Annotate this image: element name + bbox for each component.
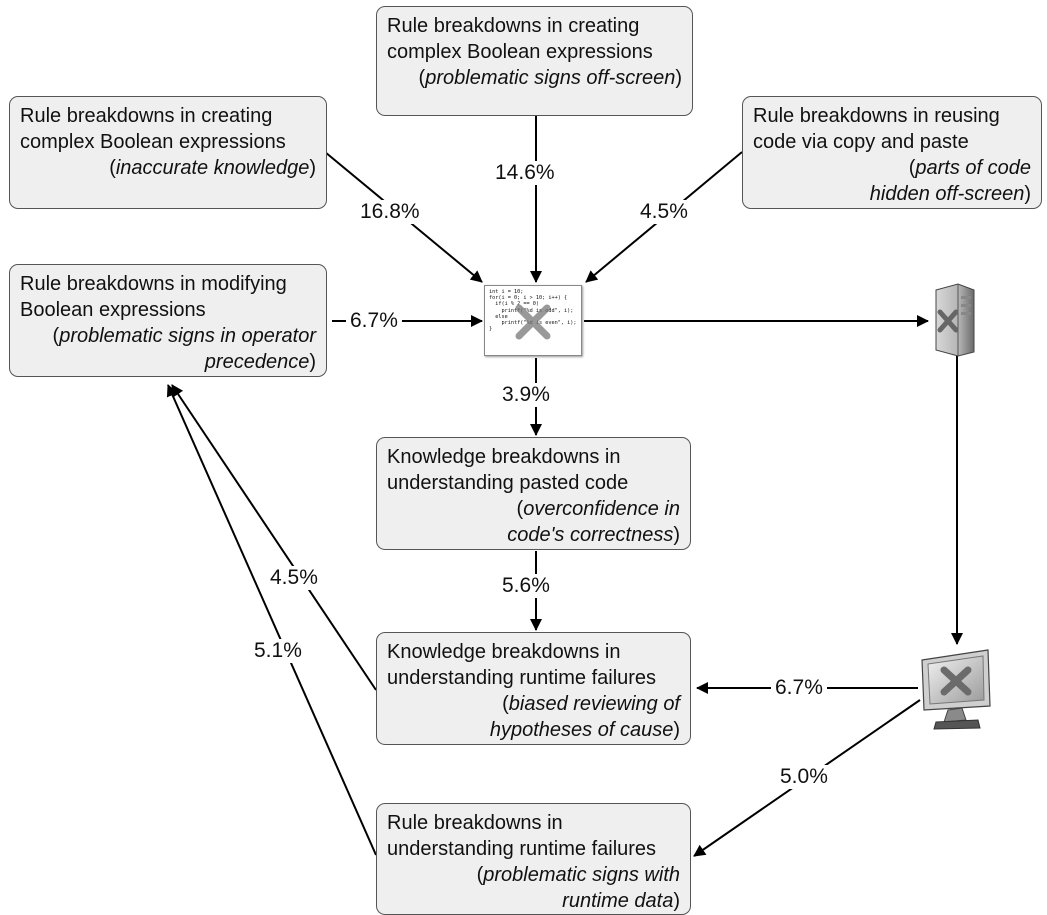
code-line: int i = 10;	[489, 289, 524, 295]
pct-center-to-runtime: 5.6%	[498, 574, 554, 598]
code-line: for(i = 0; i > 10; i++) {	[489, 295, 568, 302]
error-x-icon	[515, 304, 551, 340]
pct-top-center: 14.6%	[491, 161, 559, 185]
box-line: complex Boolean expressions	[387, 41, 653, 63]
pct-code-to-center: 3.9%	[498, 383, 554, 407]
box-line: Rule breakdowns in reusing	[753, 105, 1000, 127]
box-center: Knowledge breakdowns in understanding pa…	[376, 437, 691, 550]
box-note: hypotheses of cause)	[489, 719, 680, 741]
server-tower-icon	[935, 283, 975, 357]
box-runtime-rule: Rule breakdowns in understanding runtime…	[376, 803, 691, 915]
box-top-right: Rule breakdowns in reusing code via copy…	[742, 96, 1042, 209]
arrow-runtime-rule-to-mid-left	[166, 384, 377, 856]
box-line: understanding runtime failures	[387, 838, 657, 860]
box-top-center: Rule breakdowns in creating complex Bool…	[376, 6, 693, 116]
box-note: (overconfidence in	[516, 498, 680, 520]
box-note: code's correctness)	[507, 524, 680, 546]
box-note: precedence)	[204, 351, 316, 373]
box-mid-left: Rule breakdowns in modifying Boolean exp…	[9, 264, 327, 377]
pct-mid-left: 6.7%	[346, 309, 402, 333]
pct-runtime-rule-to-mid-left: 5.1%	[250, 639, 306, 663]
box-note: (inaccurate knowledge)	[109, 157, 316, 179]
pct-monitor-to-runtime-rule: 5.0%	[776, 765, 832, 789]
box-line: Rule breakdowns in	[387, 812, 563, 834]
box-note: hidden off-screen)	[869, 183, 1031, 205]
code-line: }	[489, 326, 493, 333]
box-runtime-knowledge: Knowledge breakdowns in understanding ru…	[376, 632, 691, 745]
box-line: complex Boolean expressions	[20, 131, 286, 153]
code-document-icon: int i = 10; for(i = 0; i > 10; i++) { if…	[484, 285, 582, 356]
box-line: understanding pasted code	[387, 472, 629, 494]
pct-monitor-to-runtime-knowledge: 6.7%	[771, 676, 827, 700]
box-note: (problematic signs off-screen)	[418, 67, 682, 89]
box-line: Boolean expressions	[20, 299, 206, 321]
box-top-left: Rule breakdowns in creating complex Bool…	[9, 96, 327, 209]
box-line: Rule breakdowns in modifying	[20, 273, 287, 295]
box-line: Rule breakdowns in creating	[20, 105, 273, 127]
pct-top-left: 16.8%	[356, 200, 424, 224]
box-line: code via copy and paste	[753, 131, 969, 153]
arrow-runtime-knowledge-to-mid-left	[171, 384, 377, 691]
box-note: (parts of code	[908, 157, 1031, 179]
pct-top-right: 4.5%	[636, 200, 692, 224]
box-note: runtime data)	[562, 890, 680, 912]
box-line: understanding runtime failures	[387, 667, 657, 689]
monitor-error-icon	[921, 649, 991, 730]
box-note: (problematic signs with	[476, 864, 680, 886]
box-note: (biased reviewing of	[502, 693, 680, 715]
box-line: Knowledge breakdowns in	[387, 641, 621, 663]
code-line: else	[489, 313, 508, 320]
box-note: (problematic signs in operator	[52, 325, 316, 347]
code-line: printf("%d is even", i);	[501, 320, 577, 327]
box-line: Knowledge breakdowns in	[387, 446, 621, 468]
pct-runtime-knowledge-to-mid-left: 4.5%	[266, 566, 322, 590]
code-line: if(i % 2 == 0)	[489, 301, 539, 308]
box-line: Rule breakdowns in creating	[387, 15, 640, 37]
